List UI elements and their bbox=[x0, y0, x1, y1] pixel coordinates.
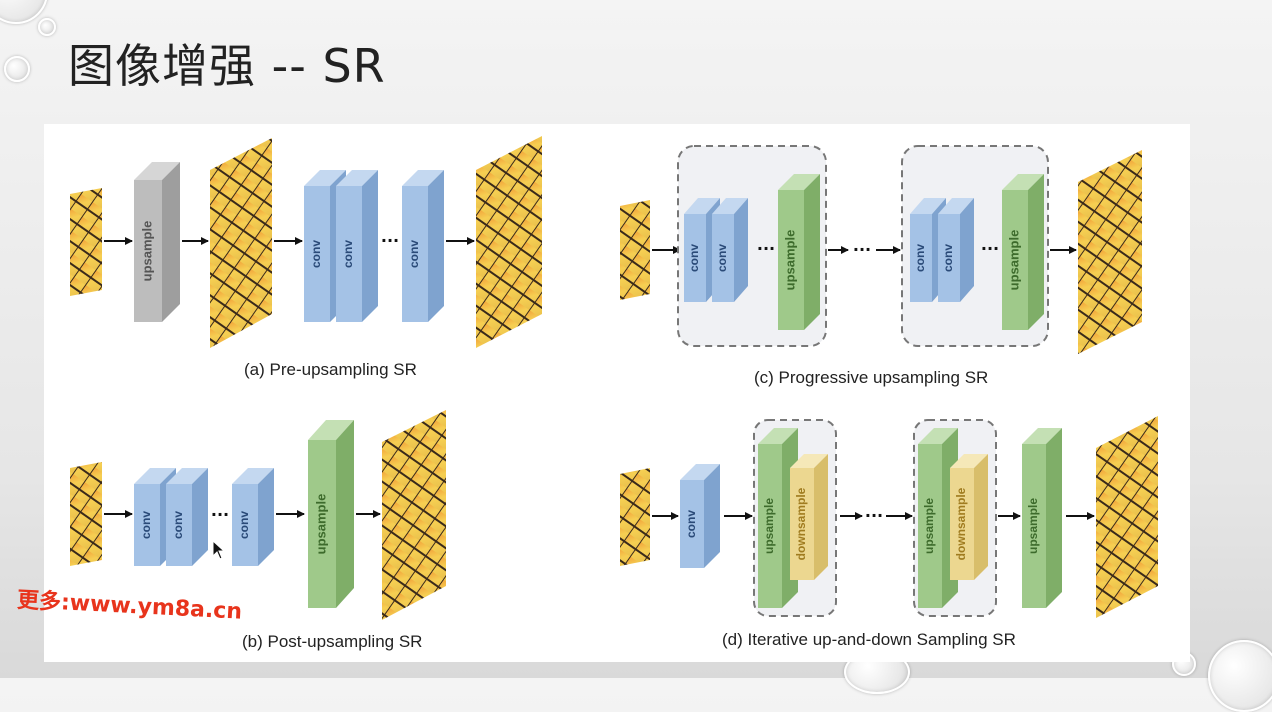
ellipsis: ··· bbox=[211, 505, 229, 524]
lr-image bbox=[620, 468, 650, 566]
conv-label: conv bbox=[941, 244, 955, 272]
upsample-layer-green: upsample bbox=[1002, 174, 1044, 330]
ellipsis: ··· bbox=[865, 506, 883, 525]
hr-output-image bbox=[1096, 416, 1158, 618]
conv-label: conv bbox=[684, 510, 698, 538]
lr-image bbox=[620, 200, 650, 300]
downsample-label: downsample bbox=[794, 487, 808, 560]
downsample-layer: downsample bbox=[950, 454, 988, 580]
conv-label: conv bbox=[139, 511, 153, 539]
upsample-label: upsample bbox=[1006, 230, 1021, 291]
upsample-layer-green: upsample bbox=[308, 420, 354, 608]
hr-output-image bbox=[476, 136, 542, 348]
upsample-label: upsample bbox=[139, 221, 154, 282]
caption-a: (a) Pre-upsampling SR bbox=[244, 360, 417, 380]
sr-diagram-canvas: upsample conv conv ··· con bbox=[44, 124, 1190, 662]
conv-label: conv bbox=[171, 511, 185, 539]
sr-framework-figure: upsample conv conv ··· con bbox=[44, 124, 1190, 662]
ellipsis: ··· bbox=[757, 239, 775, 258]
upsample-layer-green: upsample bbox=[778, 174, 820, 330]
caption-d: (d) Iterative up-and-down Sampling SR bbox=[722, 630, 1016, 650]
lr-image bbox=[70, 462, 102, 566]
hr-output-image bbox=[382, 410, 446, 620]
decorative-bubble bbox=[38, 18, 56, 36]
upsample-label: upsample bbox=[782, 230, 797, 291]
conv-layer: conv bbox=[938, 198, 974, 302]
lr-image bbox=[70, 188, 102, 296]
conv-label: conv bbox=[407, 240, 421, 268]
ellipsis: ··· bbox=[981, 239, 999, 258]
conv-layer: conv bbox=[166, 468, 208, 566]
conv-label: conv bbox=[715, 244, 729, 272]
slide-title: 图像增强 -- SR bbox=[68, 30, 386, 96]
decorative-bubble bbox=[4, 56, 30, 82]
conv-layer: conv bbox=[680, 464, 720, 568]
conv-layer: conv bbox=[336, 170, 378, 322]
conv-layer: conv bbox=[712, 198, 748, 302]
upsample-label: upsample bbox=[922, 498, 936, 554]
mouse-cursor-icon bbox=[212, 540, 226, 560]
caption-c: (c) Progressive upsampling SR bbox=[754, 368, 988, 388]
ellipsis: ··· bbox=[853, 240, 871, 259]
diagram-d-iterative-up-down-sampling: conv upsample downsample ··· bbox=[620, 416, 1158, 618]
upsample-label: upsample bbox=[313, 494, 328, 555]
conv-label: conv bbox=[237, 511, 251, 539]
conv-layer: conv bbox=[402, 170, 444, 322]
conv-label: conv bbox=[913, 244, 927, 272]
upsample-label: upsample bbox=[762, 498, 776, 554]
upsample-label: upsample bbox=[1026, 498, 1040, 554]
downsample-layer: downsample bbox=[790, 454, 828, 580]
diagram-a-pre-upsampling: upsample conv conv ··· con bbox=[70, 136, 542, 348]
decorative-bubble bbox=[1208, 640, 1272, 712]
diagram-c-progressive-upsampling: conv conv ··· upsample ··· bbox=[620, 146, 1142, 354]
hr-output-image bbox=[1078, 150, 1142, 354]
upsample-layer-green: upsample bbox=[1022, 428, 1062, 608]
downsample-label: downsample bbox=[954, 487, 968, 560]
conv-layer: conv bbox=[232, 468, 274, 566]
caption-b: (b) Post-upsampling SR bbox=[242, 632, 422, 652]
conv-label: conv bbox=[687, 244, 701, 272]
upsample-layer-gray: upsample bbox=[134, 162, 180, 322]
conv-label: conv bbox=[309, 240, 323, 268]
conv-label: conv bbox=[341, 240, 355, 268]
upsampled-image bbox=[210, 138, 272, 348]
ellipsis: ··· bbox=[381, 231, 399, 250]
